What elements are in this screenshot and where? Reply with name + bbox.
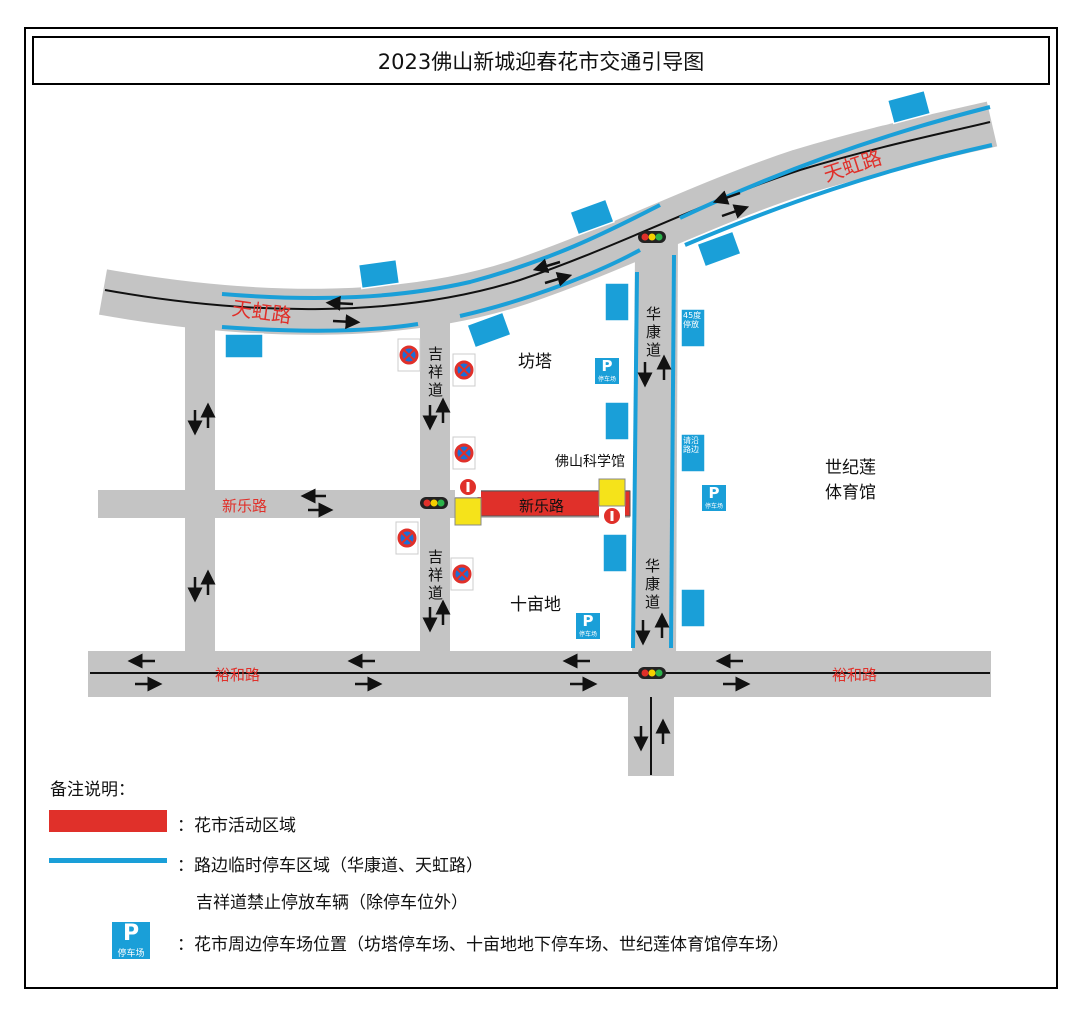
road-label-xinle: 新乐路 <box>519 497 565 515</box>
curb-parking-sign-text: 45度停放 <box>683 311 702 329</box>
map-title: 2023佛山新城迎春花市交通引导图 <box>32 36 1050 85</box>
legend-curb: ：路边临时停车区域（华康道、天虹路） <box>177 856 483 876</box>
place-kexueguan: 佛山科学馆 <box>555 454 625 470</box>
curb-parking-sign-icon <box>569 198 615 236</box>
road-huakang <box>632 235 678 660</box>
road-label-huakang: 华康道 <box>645 557 661 611</box>
curb-parking-sign-icon <box>696 230 742 268</box>
curb-parking-signs <box>224 89 932 628</box>
curb-parking-sign-icon <box>604 282 630 322</box>
curb-parking-sign-icon <box>466 311 512 349</box>
traffic-light-icon <box>638 231 666 243</box>
map-frame <box>24 27 1058 989</box>
legend-curb-note: 吉祥道禁止停放车辆（除停车位外） <box>196 893 468 913</box>
notice-sign-icon <box>454 497 482 526</box>
no-parking-icon <box>395 521 419 555</box>
direction-arrows <box>127 190 751 752</box>
curb-parking-sign-text: 请沿路边 <box>683 436 699 454</box>
no-parking-icon <box>452 436 476 470</box>
road-west-vertical <box>185 315 215 660</box>
tianhong-centerline <box>104 121 991 311</box>
curb-parking-sign-icon <box>602 533 628 573</box>
legend-market: ：花市活动区域 <box>177 816 296 836</box>
curb-parking-sign-icon <box>680 433 706 473</box>
no-entry-icon <box>455 477 481 497</box>
curb-parking-sign-icon <box>886 89 932 125</box>
no-entry-icon <box>599 506 625 526</box>
curb-parking-sign-icon <box>357 258 401 290</box>
place-fangta: 坊塔 <box>518 352 552 372</box>
road-label-jixiang: 吉祥道 <box>428 548 444 602</box>
curb-parking-sign-icon <box>224 333 264 359</box>
road-label-yuhe: 裕和路 <box>215 666 261 684</box>
legend-heading: 备注说明： <box>50 780 135 800</box>
no-parking-icon <box>397 338 421 372</box>
traffic-light-icon <box>638 667 666 679</box>
road-label-yuhe: 裕和路 <box>832 666 878 684</box>
legend-swatch-curb <box>49 858 167 863</box>
curb-parking-sign-icon <box>680 308 706 348</box>
legend-parking: ：花市周边停车场位置（坊塔停车场、十亩地地下停车场、世纪莲体育馆停车场） <box>177 935 789 955</box>
road-label-huakang: 华康道 <box>646 305 662 359</box>
no-parking-signs <box>395 338 476 591</box>
road-label-xinle: 新乐路 <box>222 497 268 515</box>
no-parking-icon <box>452 353 476 387</box>
road-tianhong <box>98 101 998 335</box>
road-label-jixiang: 吉祥道 <box>428 345 444 399</box>
curb-parking-sign-icon <box>604 401 630 441</box>
notice-sign-icon <box>598 478 626 507</box>
curb-parking-sign-icon <box>680 588 706 628</box>
no-parking-icon <box>450 557 474 591</box>
legend-swatch-market <box>49 810 167 832</box>
traffic-light-icon <box>420 497 448 509</box>
traffic-lights <box>420 231 666 679</box>
place-shimudi: 十亩地 <box>510 595 561 615</box>
place-tiyuguan: 世纪莲体育馆 <box>825 458 876 503</box>
